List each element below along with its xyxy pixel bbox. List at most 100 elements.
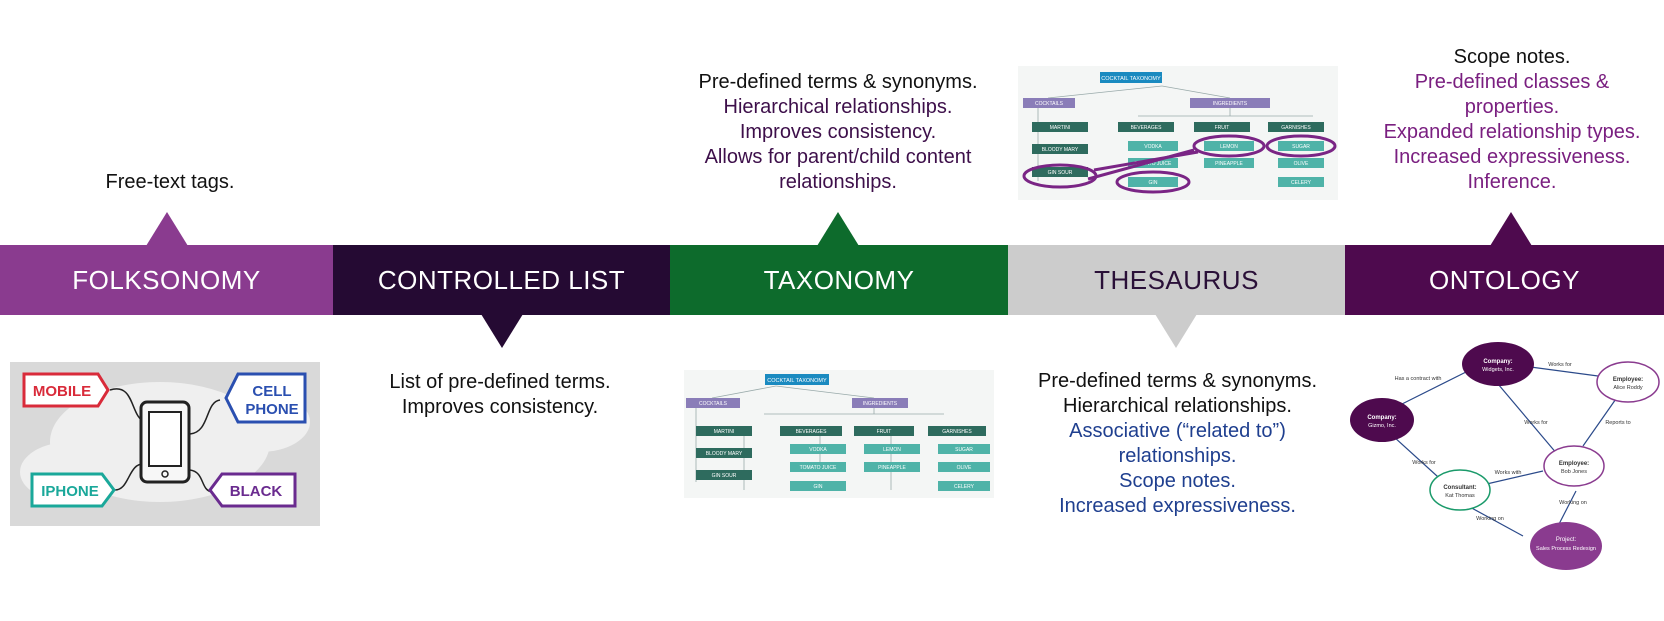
note: Associative (“related to”) [1069, 420, 1286, 442]
edge-label-7: Working on [1476, 516, 1504, 522]
note: Scope notes. [1453, 46, 1571, 68]
note: Pre-defined terms & synonyms. [698, 71, 978, 93]
taxonomy-garnishes-label: GARNISHES [942, 429, 972, 435]
tag-black: BLACK [230, 483, 283, 500]
node-title: Consultant: [1443, 485, 1476, 491]
stage-label: ONTOLOGY [1429, 264, 1580, 295]
edge-label-6: Working on [1559, 500, 1587, 506]
node-title: Employee: [1613, 377, 1643, 383]
taxonomy-fruit-label: FRUIT [877, 429, 892, 435]
node-sub: Bob Jones [1561, 469, 1587, 475]
note: Improves consistency. [739, 121, 937, 143]
folksonomy-tags-image: MOBILE CELL PHONE IPHONE BLACK [10, 362, 320, 526]
tag-phone: PHONE [245, 401, 298, 418]
thesaurus-beverage-1: TOMATO JUICE [1135, 161, 1172, 167]
stage-label: CONTROLLED LIST [377, 264, 626, 295]
band-folksonomy: FOLKSONOMY [0, 245, 333, 315]
edge-label-4: Works for [1412, 460, 1436, 466]
taxonomy-cocktail-1: BLOODY MARY [706, 451, 743, 457]
thesaurus-beverage-2: GIN [1149, 180, 1158, 186]
stage-label: THESAURUS [1094, 264, 1259, 295]
note: Pre-defined classes & [1414, 71, 1610, 93]
edge-label-5: Works with [1495, 470, 1522, 476]
taxonomy-beverages-label: BEVERAGES [796, 429, 828, 435]
thesaurus-notes: Pre-defined terms & synonyms. Hierarchic… [1010, 369, 1345, 519]
node-title: Company: [1483, 359, 1512, 365]
note: Expanded relationship types. [1383, 121, 1641, 143]
taxonomy-root-label: COCKTAIL TAXONOMY [767, 378, 827, 384]
tag-mobile: MOBILE [33, 383, 91, 400]
node-title: Project: [1556, 537, 1577, 543]
node-sub: Gizmo, Inc. [1368, 423, 1396, 429]
thesaurus-diagram-image: COCKTAIL TAXONOMY COCKTAILS INGREDIENTS … [1018, 66, 1338, 200]
thesaurus-ingredients-label: INGREDIENTS [1213, 101, 1248, 107]
taxonomy-garnish-1: OLIVE [957, 465, 972, 471]
band-ontology: ONTOLOGY [1345, 245, 1664, 315]
thesaurus-garnish-1: OLIVE [1294, 161, 1309, 167]
note: List of pre-defined terms. [389, 371, 611, 393]
thesaurus-garnish-2: CELERY [1291, 180, 1312, 186]
note: relationships. [779, 171, 897, 193]
note: Scope notes. [1119, 470, 1236, 492]
ontology-pointer [1490, 212, 1532, 246]
taxonomy-beverage-1: TOMATO JUICE [800, 465, 837, 471]
note: Increased expressiveness. [1393, 146, 1631, 168]
stage-label: TAXONOMY [763, 264, 915, 295]
taxonomy-beverage-2: GIN [814, 484, 823, 490]
taxonomy-diagram-image: COCKTAIL TAXONOMY COCKTAILS INGREDIENTS … [684, 370, 994, 498]
taxonomy-cocktails-label: COCKTAILS [699, 401, 728, 407]
edge-label-2: Works for [1524, 420, 1548, 426]
controlled-list-notes: List of pre-defined terms. Improves cons… [345, 370, 655, 420]
note: Increased expressiveness. [1059, 495, 1296, 517]
taxonomy-notes: Pre-defined terms & synonyms. Hierarchic… [668, 70, 1008, 195]
note: Allows for parent/child content [704, 146, 972, 168]
node-sub: Widgets, Inc. [1482, 367, 1514, 373]
edge-label-3: Reports to [1605, 420, 1630, 426]
thesaurus-root-label: COCKTAIL TAXONOMY [1101, 76, 1161, 82]
note: Hierarchical relationships. [1063, 395, 1292, 417]
node-title: Employee: [1559, 461, 1589, 467]
folksonomy-notes: Free-text tags. [30, 170, 310, 195]
thesaurus-garnish-0: SUGAR [1292, 144, 1310, 150]
taxonomy-garnish-0: SUGAR [955, 447, 973, 453]
band-controlled-list: CONTROLLED LIST [333, 245, 670, 315]
thesaurus-pointer [1155, 314, 1197, 348]
node-sub: Kat Thomas [1445, 493, 1475, 499]
node-title: Company: [1367, 415, 1396, 421]
note: Improves consistency. [401, 396, 599, 418]
note: relationships. [1118, 445, 1237, 467]
ontology-notes: Scope notes. Pre-defined classes & prope… [1362, 45, 1662, 195]
thesaurus-cocktail-1: BLOODY MARY [1042, 147, 1079, 153]
note: Pre-defined terms & synonyms. [1038, 370, 1317, 392]
band-taxonomy: TAXONOMY [670, 245, 1008, 315]
node-sub: Sales Process Redesign [1536, 546, 1596, 552]
tag-iphone: IPHONE [41, 483, 99, 500]
taxonomy-ingredients-label: INGREDIENTS [863, 401, 898, 407]
edge-label-1: Works for [1548, 362, 1572, 368]
taxonomy-cocktail-2: GIN SOUR [712, 473, 737, 479]
thesaurus-beverages-label: BEVERAGES [1131, 125, 1163, 131]
thesaurus-cocktails-label: COCKTAILS [1035, 101, 1064, 107]
thesaurus-garnishes-label: GARNISHES [1281, 125, 1311, 131]
taxonomy-pointer [817, 212, 859, 246]
taxonomy-cocktail-0: MARTINI [714, 429, 734, 435]
ontology-graph-image: Has a contract with Works for Works for … [1348, 336, 1664, 574]
note: properties. [1464, 96, 1560, 118]
taxonomy-fruit-1: PINEAPPLE [878, 465, 906, 471]
taxonomy-fruit-0: LEMON [883, 447, 901, 453]
note: Hierarchical relationships. [723, 96, 953, 118]
note: Free-text tags. [105, 171, 235, 193]
tag-cell: CELL [252, 383, 291, 400]
taxonomy-garnish-2: CELERY [954, 484, 975, 490]
thesaurus-fruit-label: FRUIT [1215, 125, 1230, 131]
edge-label-0: Has a contract with [1395, 376, 1442, 382]
note: Inference. [1467, 171, 1557, 193]
taxonomy-beverage-0: VODKA [809, 447, 827, 453]
thesaurus-cocktail-0: MARTINI [1050, 125, 1070, 131]
thesaurus-beverage-0: VODKA [1144, 144, 1162, 150]
thesaurus-fruit-0: LEMON [1220, 144, 1238, 150]
thesaurus-cocktail-2: GIN SOUR [1048, 170, 1073, 176]
folksonomy-pointer [146, 212, 188, 246]
stage-label: FOLKSONOMY [72, 264, 261, 295]
band-thesaurus: THESAURUS [1008, 245, 1345, 315]
